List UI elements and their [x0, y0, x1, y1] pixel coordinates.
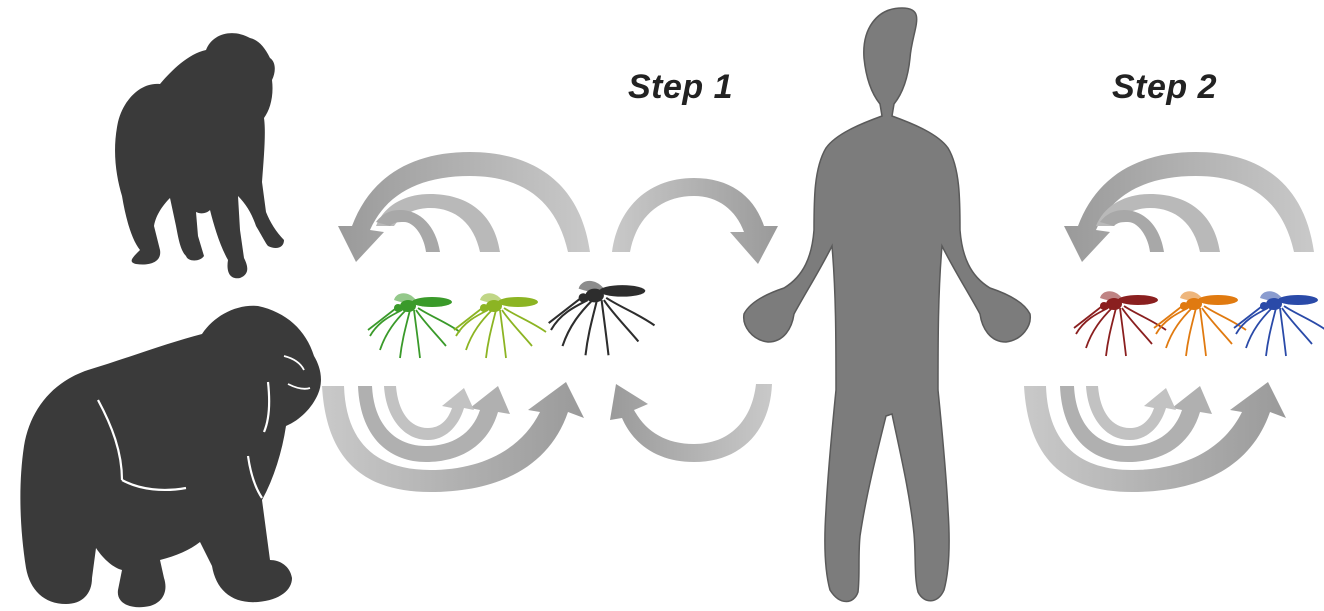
step-1-label: Step 1: [628, 68, 733, 107]
mosquito-icon: [1234, 291, 1324, 356]
gorilla-icon: [20, 306, 321, 607]
step1-mosquitoes: [368, 281, 655, 358]
step2-arrows: [1024, 152, 1314, 492]
mosquito-icon: [1154, 291, 1246, 356]
mosquito-icon: [549, 281, 655, 355]
step-2-label: Step 2: [1112, 68, 1217, 107]
mosquito-icon: [1074, 291, 1166, 356]
step2-mosquitoes: [1074, 291, 1324, 356]
chimpanzee-icon: [115, 33, 284, 278]
mosquito-icon: [368, 293, 460, 358]
human-icon: [744, 8, 1031, 602]
mosquito-icon: [454, 293, 546, 358]
